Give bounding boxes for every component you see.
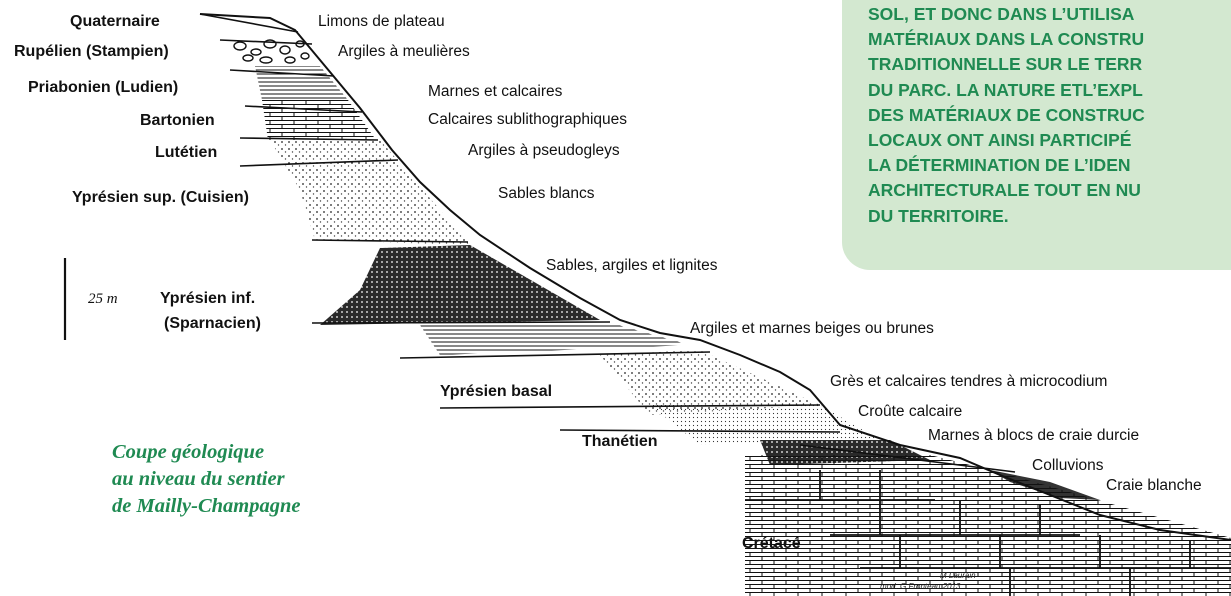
litho-colluvions: Colluvions — [1032, 457, 1104, 474]
litho-gres-calcaires: Grès et calcaires tendres à microcodium — [830, 373, 1107, 390]
litho-sables-argiles-lignites: Sables, argiles et lignites — [546, 257, 718, 274]
litho-croute: Croûte calcaire — [858, 403, 962, 420]
callout-text: SOL, ET DONC DANS L’UTILISA MATÉRIAUX DA… — [868, 2, 1231, 229]
stratum-thanetien — [650, 405, 880, 445]
stratum-sables-blancs — [270, 140, 470, 245]
litho-marnes-calcaires: Marnes et calcaires — [428, 83, 563, 100]
stage-ypresien-basal: Yprésien basal — [440, 383, 552, 400]
credit-author: M Laurain — [940, 571, 976, 580]
litho-argiles-marnes: Argiles et marnes beiges ou brunes — [690, 320, 934, 337]
stage-rupelien: Rupélien (Stampien) — [14, 43, 169, 60]
stage-priabonien: Priabonien (Ludien) — [28, 79, 178, 96]
stage-thanetien: Thanétien — [582, 433, 658, 450]
stage-quaternaire: Quaternaire — [70, 13, 160, 30]
scale-label: 25 m — [88, 291, 118, 307]
litho-pseudogleys: Argiles à pseudogleys — [468, 142, 620, 159]
stage-lutetien: Lutétien — [155, 144, 217, 161]
stage-sparnacien: (Sparnacien) — [164, 315, 261, 332]
stratum-argiles-marnes — [420, 320, 690, 355]
figure-caption: Coupe géologique au niveau du sentier de… — [112, 439, 300, 520]
stratum-marnes — [255, 66, 348, 100]
credit-modified: mod. G Fronteau 2013 — [880, 582, 961, 591]
stage-ypresien-sup: Yprésien sup. (Cuisien) — [72, 189, 249, 206]
litho-limons: Limons de plateau — [318, 13, 445, 30]
stage-cretace: Crétacé — [742, 535, 801, 552]
litho-calcaires-sublitho: Calcaires sublithographiques — [428, 111, 627, 128]
litho-marnes-blocs: Marnes à blocs de craie durcie — [928, 427, 1139, 444]
litho-craie: Craie blanche — [1106, 477, 1202, 494]
stage-ypresien-inf: Yprésien inf. — [160, 290, 255, 307]
stage-bartonien: Bartonien — [140, 112, 215, 129]
litho-meulieres: Argiles à meulières — [338, 43, 470, 60]
litho-sables-blancs: Sables blancs — [498, 185, 595, 202]
